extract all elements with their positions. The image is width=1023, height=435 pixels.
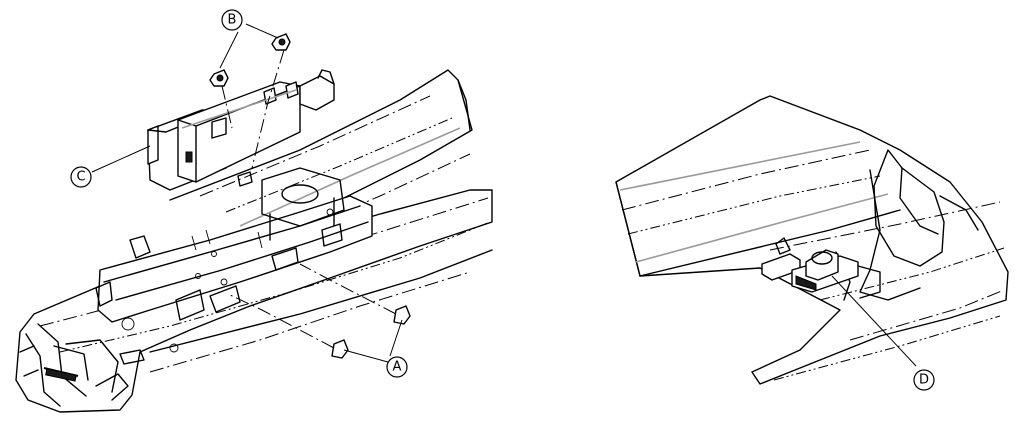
callout-a-label: A — [393, 360, 402, 375]
clip-d — [761, 249, 881, 299]
fasteners-b — [209, 33, 291, 169]
leader-b-2 — [245, 23, 279, 39]
right-detail-view — [615, 95, 1009, 385]
callout-d-label: D — [919, 373, 929, 388]
upper-rail — [169, 69, 473, 251]
callout-c-label: C — [76, 170, 85, 185]
leader-a-2 — [343, 349, 389, 363]
leader-c — [91, 145, 151, 173]
leader-b-1 — [219, 31, 239, 69]
base-tray — [15, 189, 493, 413]
left-exploded-view — [15, 33, 493, 413]
mounting-bracket — [95, 167, 373, 353]
callout-b: B — [221, 9, 243, 31]
fasteners-a — [227, 263, 411, 359]
leader-a-1 — [389, 319, 403, 357]
module-c — [147, 69, 335, 191]
clip-part — [237, 171, 253, 187]
base-detail — [119, 349, 145, 365]
callout-b-label: B — [228, 13, 237, 28]
callout-c: C — [70, 166, 92, 188]
leader-d — [831, 275, 917, 367]
callout-a: A — [386, 356, 408, 378]
callout-d: D — [913, 369, 935, 391]
